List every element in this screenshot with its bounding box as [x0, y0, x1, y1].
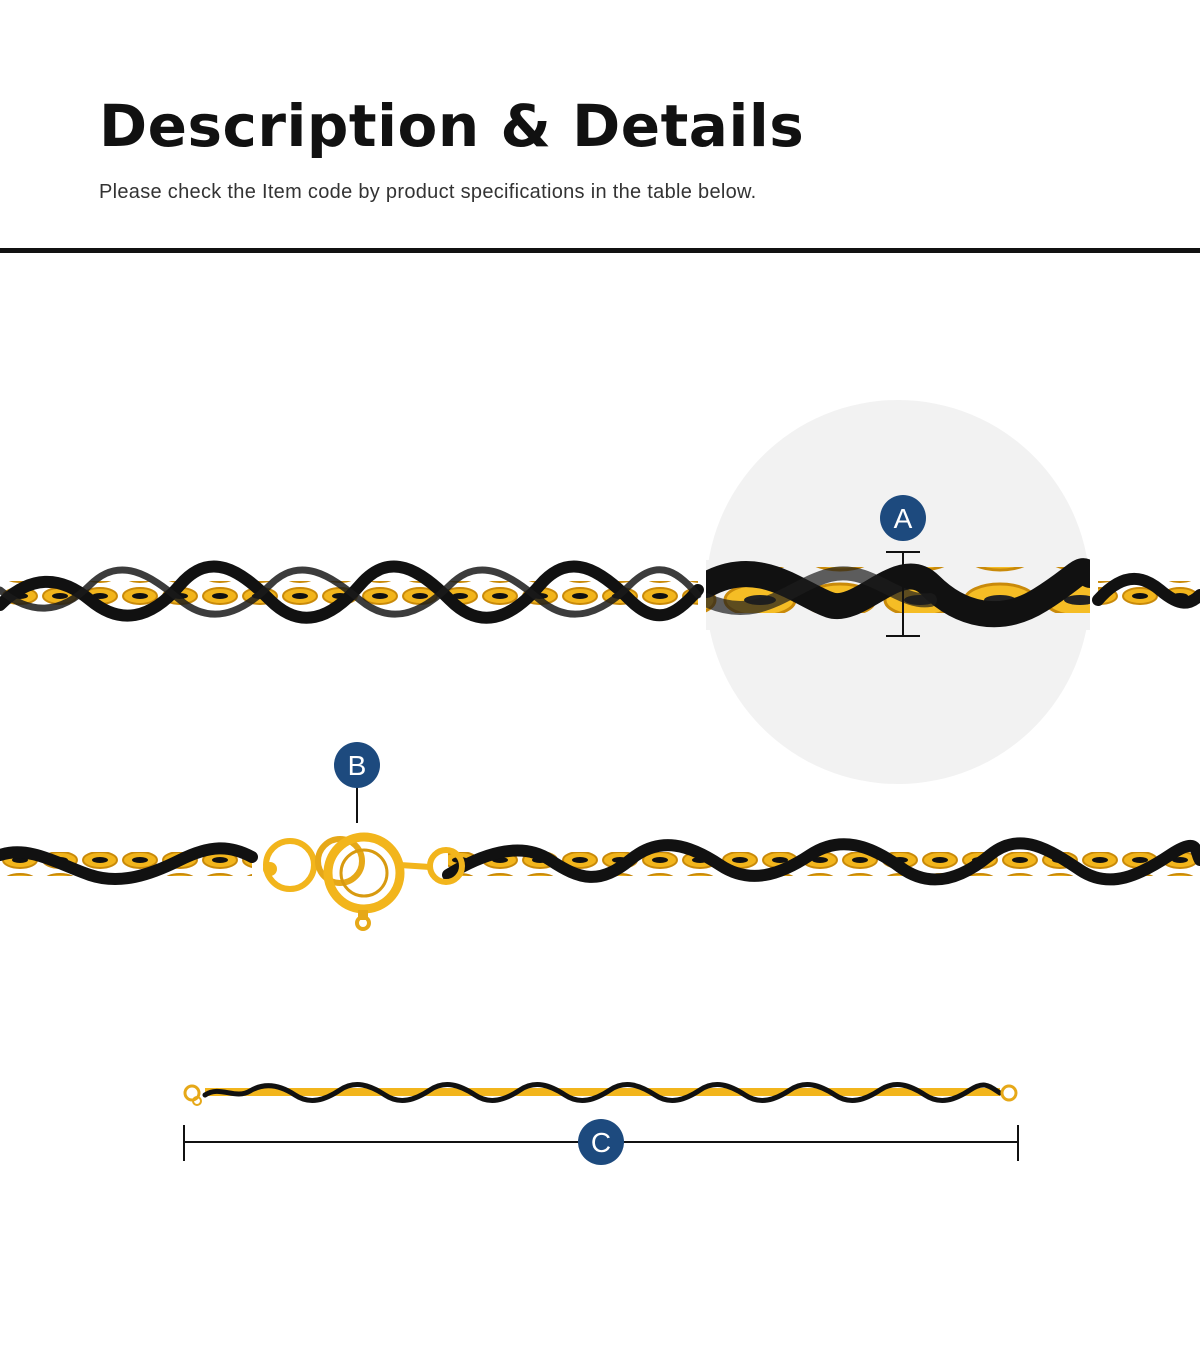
marker-c-label: C	[591, 1127, 611, 1158]
chain-strand-upper	[0, 560, 1200, 624]
header: Description & Details Please check the I…	[0, 0, 1200, 255]
spring-ring-clasp	[263, 832, 465, 931]
page-title: Description & Details	[99, 92, 805, 160]
marker-c: C	[578, 1119, 624, 1165]
chain-strand-lower	[0, 837, 1200, 886]
page-subtitle: Please check the Item code by product sp…	[99, 181, 757, 203]
header-divider	[0, 248, 1200, 253]
marker-a: A	[880, 495, 926, 541]
dimension-c: C	[183, 1119, 1019, 1165]
marker-b: B	[334, 742, 380, 823]
product-diagram: A B	[0, 255, 1200, 1367]
bracelet-overview	[183, 1082, 1018, 1106]
chain-illustration: A B	[0, 400, 1200, 1165]
dimension-a	[886, 551, 920, 637]
marker-b-label: B	[348, 750, 367, 781]
marker-a-label: A	[894, 503, 913, 534]
zoom-detail: A	[706, 400, 1090, 784]
